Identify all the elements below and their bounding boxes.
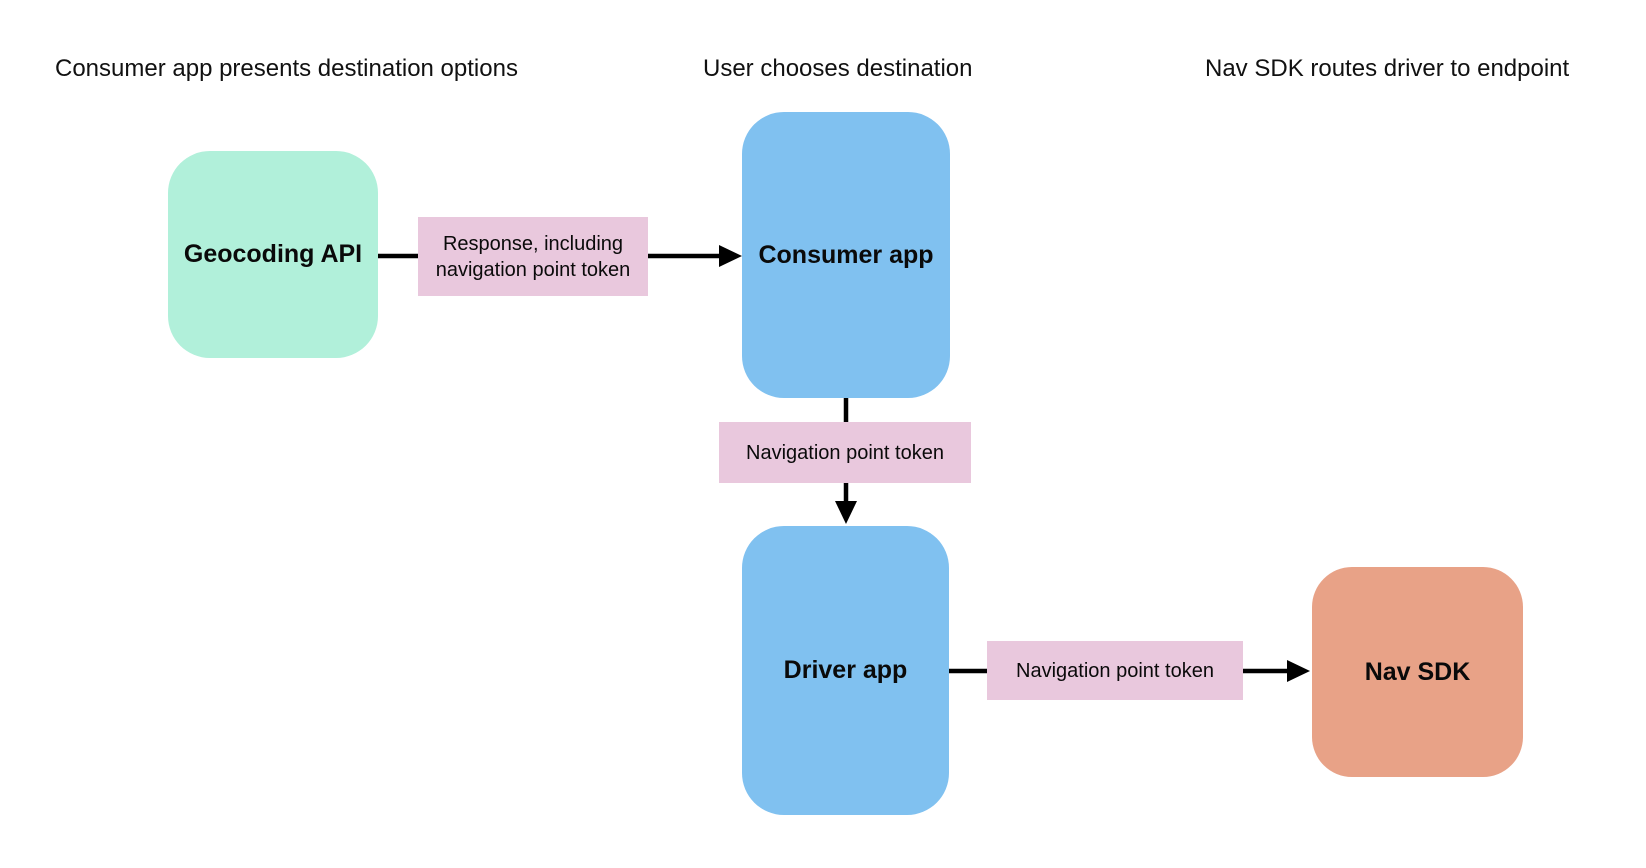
node-consumer-app: Consumer app [742,112,950,398]
node-driver-app: Driver app [742,526,949,815]
column-header-nav-sdk-routes: Nav SDK routes driver to endpoint [1205,55,1570,82]
arrowhead [719,245,742,267]
arrowhead [835,501,857,524]
arrowhead [1287,660,1310,682]
edge-label-navigation-point-token-driver-to-navsdk: Navigation point token [987,641,1243,700]
edge-label-response-including-token: Response, including navigation point tok… [418,217,648,296]
node-nav-sdk: Nav SDK [1312,567,1523,777]
column-header-consumer-app-presents: Consumer app presents destination option… [55,55,518,82]
node-geocoding-api: Geocoding API [168,151,378,358]
column-header-user-chooses: User chooses destination [703,55,973,82]
edge-label-navigation-point-token-consumer-to-driver: Navigation point token [719,422,971,483]
